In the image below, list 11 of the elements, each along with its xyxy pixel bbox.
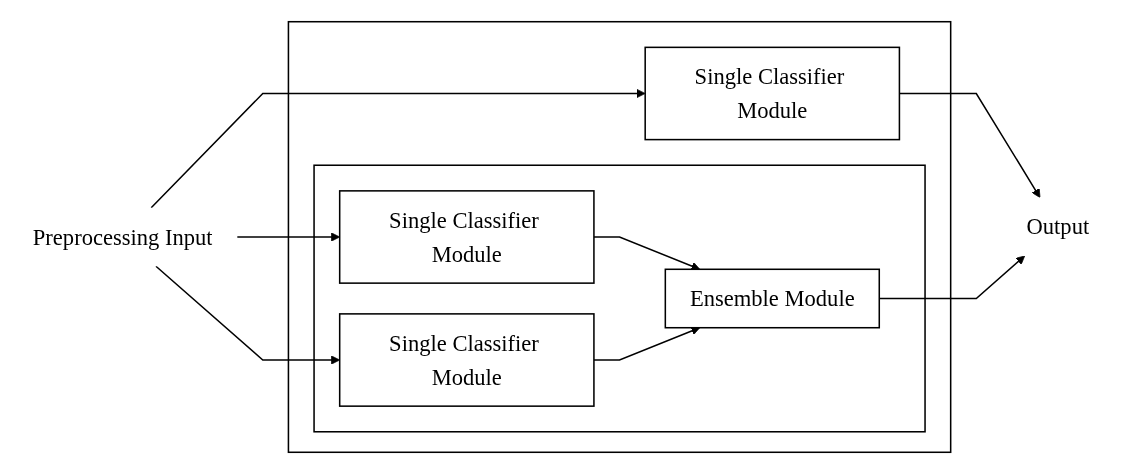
node-text: Preprocessing Input [32,224,213,250]
node-box: Single Classifier Module [644,46,901,141]
node-box: Single Classifier Module [338,190,595,284]
arrow [593,236,701,271]
cluster [313,164,926,433]
node-box: Ensemble Module [664,268,881,329]
cluster [287,20,952,454]
node-text: Output [1026,213,1090,240]
arrow [150,88,646,209]
node-box: Single Classifier Module [338,313,595,407]
arrow [593,326,701,361]
